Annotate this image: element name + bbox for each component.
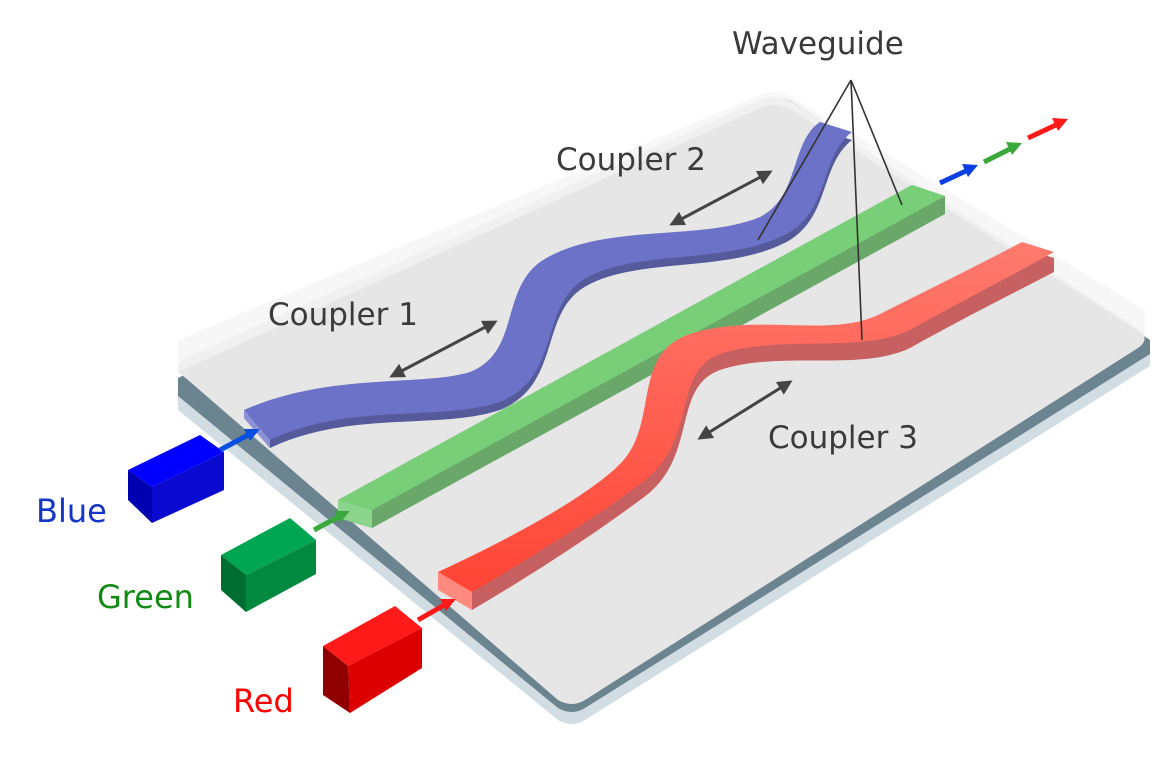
waveguide-red — [438, 242, 1054, 610]
waveguide-green — [338, 185, 945, 528]
input-arrow-blue — [218, 431, 252, 453]
input-arrow-red — [416, 601, 448, 623]
output-arrow-blue — [938, 164, 978, 186]
coupler-2-arrow — [669, 170, 773, 226]
source-label-green: Green — [97, 578, 194, 616]
coupler-1-arrow — [389, 320, 498, 378]
source-label-red: Red — [233, 682, 294, 720]
output-arrows — [938, 118, 1068, 186]
coupler-2-label: Coupler 2 — [556, 142, 706, 178]
source-red — [323, 599, 456, 713]
coupler-3-label: Coupler 3 — [768, 420, 918, 456]
output-arrow-green — [982, 142, 1022, 165]
coupler-1-label: Coupler 1 — [268, 297, 418, 333]
source-green — [221, 511, 350, 612]
input-arrow-green — [312, 513, 342, 533]
waveguide-pointer-lines — [757, 79, 903, 341]
coupler-3-arrow — [697, 380, 793, 440]
source-label-blue: Blue — [36, 492, 107, 530]
source-blue — [128, 429, 260, 523]
waveguide-label: Waveguide — [732, 26, 904, 62]
output-arrow-red — [1026, 118, 1068, 141]
